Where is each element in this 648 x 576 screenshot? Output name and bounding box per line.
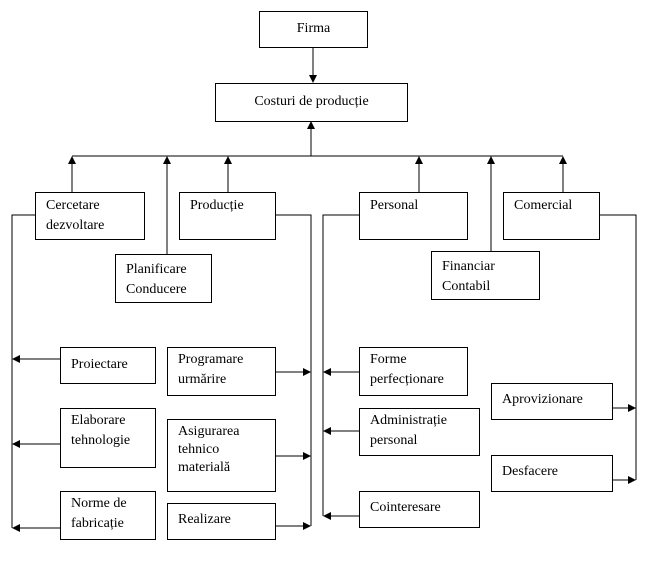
box-costuri-productie: Costuri de producție [215,83,408,122]
box-firma: Firma [259,11,368,48]
box-elaborare-tehnologie: Elaborare tehnologie [60,408,156,468]
box-productie: Producție [179,192,276,240]
box-realizare: Realizare [167,503,276,540]
box-cercetare-dezvoltare: Cercetare dezvoltare [35,192,145,240]
box-financiar-contabil: Financiar Contabil [431,251,540,300]
box-administratie-personal: Administrație personal [359,408,480,456]
box-proiectare: Proiectare [60,347,156,384]
box-desfacere: Desfacere [491,455,613,492]
box-programare-urmarire: Programare urmărire [167,347,276,396]
box-cointeresare: Cointeresare [359,491,480,528]
comercial-branch [599,214,637,480]
productie-branch [275,214,312,526]
box-asigurarea-tehnico-materiala: Asigurarea tehnico materială [167,419,276,492]
box-aprovizionare: Aprovizionare [491,383,613,420]
box-planificare-conducere: Planificare Conducere [115,254,212,303]
box-forme-perfectionare: Forme perfecționare [359,347,468,396]
box-comercial: Comercial [503,192,600,240]
box-personal: Personal [359,192,468,240]
cercetare-branch [11,214,35,528]
personal-branch [322,214,359,516]
box-norme-fabricatie: Norme de fabricație [60,491,156,540]
